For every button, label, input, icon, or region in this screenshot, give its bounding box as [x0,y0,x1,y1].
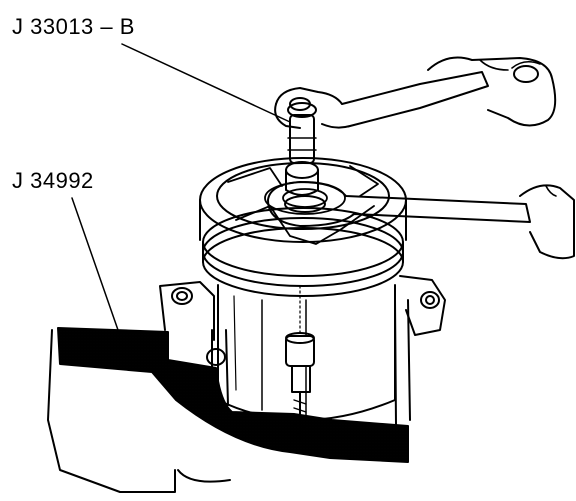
compressor-side [394,275,446,426]
callout-label-top: J 33013 – B [12,14,135,39]
clutch-pulley [199,157,407,297]
leader-line-left [71,197,119,331]
compressor-housing [47,281,231,493]
clutch-plate [227,165,379,245]
forcing-screw-tool [285,102,319,196]
center-stud [285,285,315,441]
callout-label-left: J 34992 [12,168,94,193]
holding-fixture [57,327,409,463]
leader-line-top [121,43,291,123]
leader-lines [71,43,291,331]
lower-wrench [267,181,575,260]
upper-wrench [274,56,557,129]
